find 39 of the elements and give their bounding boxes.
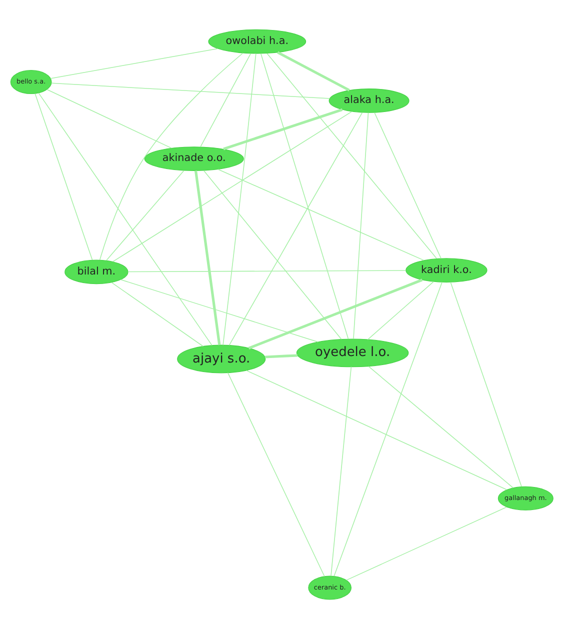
connector <box>266 52 438 258</box>
connector <box>374 112 442 258</box>
node-ellipse: akinade o.o. <box>144 146 244 170</box>
connector <box>450 281 522 486</box>
connector <box>277 50 350 91</box>
connector <box>368 365 514 488</box>
node-ellipse: alaka h.a. <box>328 88 410 112</box>
node-ellipse: oyedele l.o. <box>296 338 409 367</box>
connector <box>217 168 424 260</box>
connector <box>353 112 369 339</box>
connector <box>223 108 343 150</box>
node-ellipse: owolabi h.a. <box>208 28 306 54</box>
connector <box>46 88 172 148</box>
connector <box>200 52 252 147</box>
node-ellipse: ajayi s.o. <box>177 344 266 373</box>
connector <box>112 110 352 262</box>
connector <box>51 82 330 98</box>
connector <box>120 278 319 342</box>
connector <box>228 112 363 346</box>
connector <box>222 52 256 346</box>
connector <box>128 270 406 272</box>
connector <box>111 282 204 346</box>
connector <box>260 52 349 339</box>
connector <box>246 370 508 490</box>
connector <box>194 170 221 345</box>
connector <box>367 280 434 340</box>
connector <box>227 372 325 576</box>
node-ellipse: bilal m. <box>64 259 128 284</box>
connector <box>265 354 298 358</box>
connector <box>50 48 218 78</box>
connector <box>334 281 442 576</box>
connector <box>106 170 184 260</box>
connector <box>346 506 508 580</box>
connector <box>34 92 93 260</box>
node-ellipse: kadiri k.o. <box>406 258 488 282</box>
connector <box>203 170 342 340</box>
connector <box>248 278 423 349</box>
connector <box>38 92 212 346</box>
connector <box>330 366 352 576</box>
